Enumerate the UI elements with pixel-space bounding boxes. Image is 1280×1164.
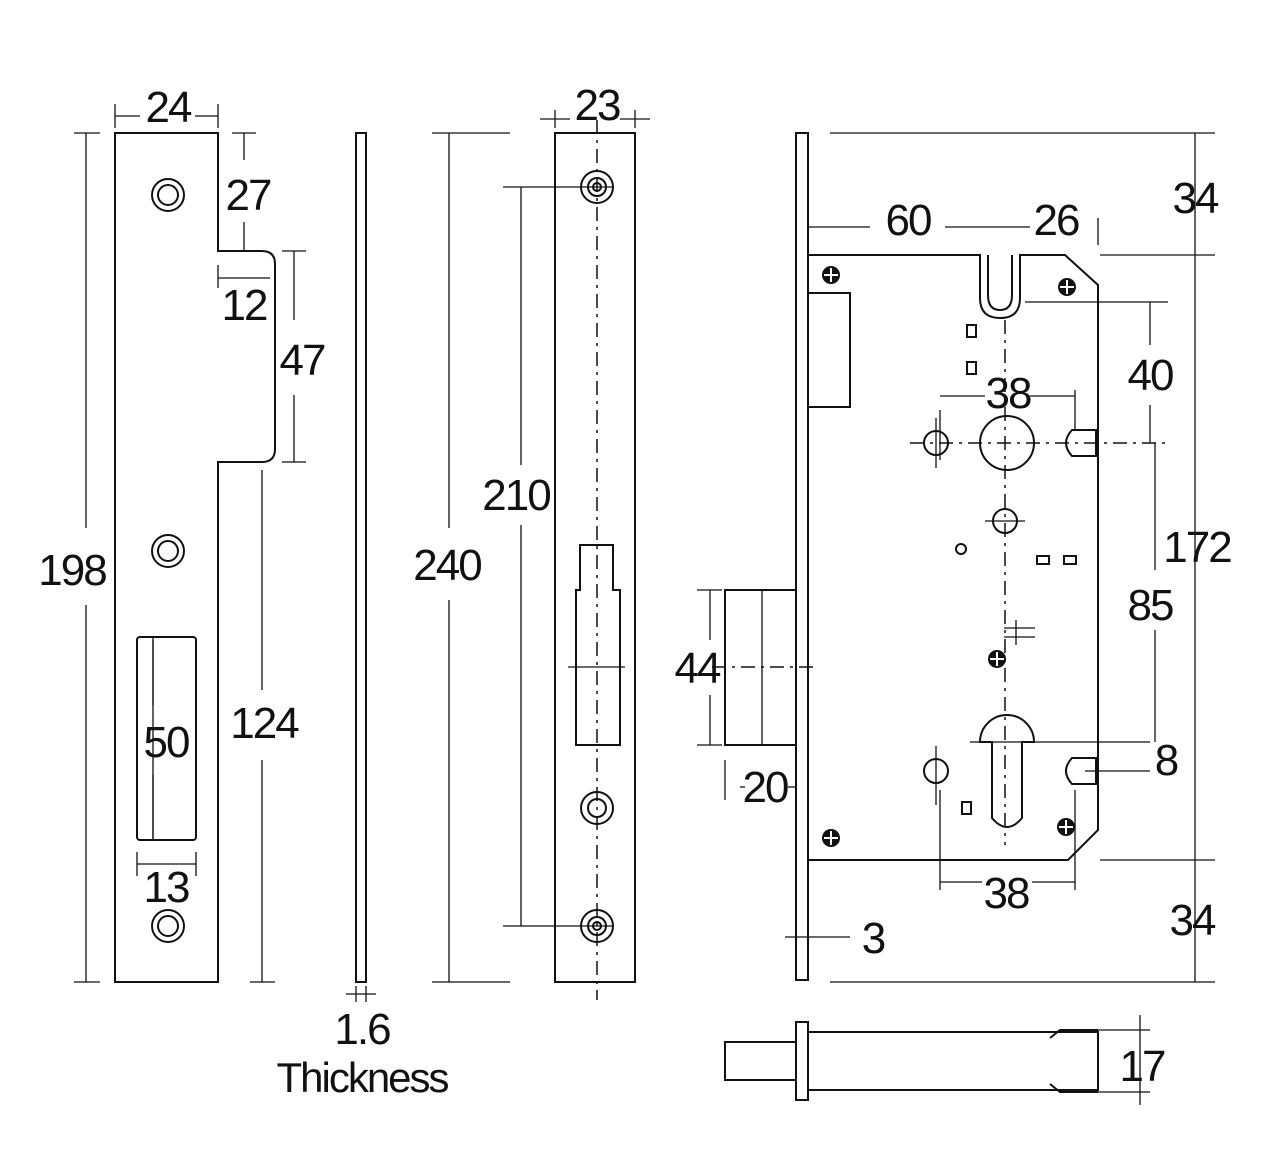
case-screw-top-right xyxy=(1058,278,1076,296)
follower-to-handle-label: 40 xyxy=(1128,351,1173,400)
cylinder-offset-label: 8 xyxy=(1155,736,1178,785)
follower-offset-label: 26 xyxy=(1034,196,1079,245)
bolt-side-view: 17 xyxy=(724,1015,1167,1105)
faceplate-hole-spacing-label: 210 xyxy=(482,471,550,520)
handle-to-cylinder-label: 85 xyxy=(1128,581,1173,630)
case-screw-bottom-left xyxy=(822,829,840,847)
faceplate-length-label: 240 xyxy=(413,541,481,590)
middle-hole xyxy=(985,508,1025,534)
thickness-view: 1.6 Thickness xyxy=(276,132,451,1101)
bottom-margin-label: 34 xyxy=(1170,896,1216,945)
latch-throw-label: 20 xyxy=(743,763,788,812)
strike-top-to-notch-label: 27 xyxy=(226,171,271,220)
strike-slot xyxy=(136,636,197,841)
strike-hole-top xyxy=(151,178,185,212)
backset-label: 60 xyxy=(886,196,931,245)
lock-body: 60 26 34 40 38 172 85 44 8 xyxy=(675,132,1233,983)
handle-screw-hole-left-top xyxy=(923,418,949,468)
thickness-caption: Thickness xyxy=(276,1054,448,1101)
strike-notch-height-label: 47 xyxy=(280,336,325,385)
latch-opening xyxy=(575,544,621,746)
strike-height-label: 198 xyxy=(38,546,106,595)
faceplate-hole-lower xyxy=(580,791,614,825)
case-screw-bottom-right xyxy=(1057,818,1075,836)
cylinder-cutout xyxy=(970,714,1150,828)
top-margin-label: 34 xyxy=(1173,174,1219,223)
latch-height-label: 44 xyxy=(675,644,721,693)
strike-slot-width-label: 13 xyxy=(144,863,189,912)
strike-hole-bottom xyxy=(151,909,185,943)
thickness-value-label: 1.6 xyxy=(334,1005,390,1054)
faceplate-width-label: 23 xyxy=(575,81,620,130)
bolt-size-label: 17 xyxy=(1120,1042,1165,1091)
plate-thickness-label: 3 xyxy=(862,914,885,963)
case-screw-middle xyxy=(988,650,1006,668)
strike-slot-height-label: 50 xyxy=(144,718,189,767)
faceplate: 23 210 240 xyxy=(413,81,650,1000)
handle-spacing-top-label: 38 xyxy=(986,369,1031,418)
strike-notch-depth-label: 12 xyxy=(222,281,267,330)
handle-screw-slot-right-top xyxy=(1065,429,1097,457)
strike-notch-to-bottom-label: 124 xyxy=(230,699,299,748)
follower-hole xyxy=(910,415,1170,471)
strike-plate: 24 27 12 47 198 124 50 13 xyxy=(38,83,327,983)
strike-hole-middle xyxy=(151,534,185,568)
body-height-label: 172 xyxy=(1163,523,1231,572)
handle-screw-slot-right-bottom xyxy=(1065,757,1097,785)
handle-screw-hole-left-bottom xyxy=(923,746,949,805)
case-screw-top-left xyxy=(822,266,840,284)
handle-spacing-bottom-label: 38 xyxy=(984,869,1029,918)
strike-width-label: 24 xyxy=(146,83,192,132)
